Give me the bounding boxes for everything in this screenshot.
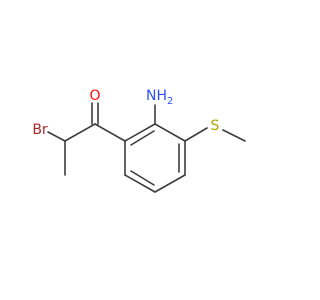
amine-label-text: NH (146, 88, 167, 104)
molecule-drawing: O NH2 S Br (32, 88, 246, 193)
ring-bond (124, 174, 156, 193)
ring-bond (154, 174, 186, 193)
structure-canvas: O NH2 S Br (32, 88, 246, 193)
ring-bond (154, 123, 186, 142)
amine-atom-label: NH2 (146, 88, 173, 107)
bromine-atom-label: Br (32, 122, 48, 138)
alpha-carbon-to-bromine-bond (47, 131, 66, 142)
sulfur-to-methyl-bond (222, 129, 246, 142)
sulfur-atom-label: S (211, 118, 220, 134)
amine-label-subscript: 2 (167, 96, 173, 107)
ring-to-carbonyl-bond (94, 123, 126, 142)
ring-to-sulfur-bond (184, 127, 208, 142)
ring-double-bond (130, 170, 155, 186)
ring-double-bond (130, 130, 155, 146)
oxygen-atom-label: O (89, 88, 100, 104)
ring-bond (124, 123, 156, 142)
carbonyl-to-alpha-carbon-bond (64, 123, 96, 142)
